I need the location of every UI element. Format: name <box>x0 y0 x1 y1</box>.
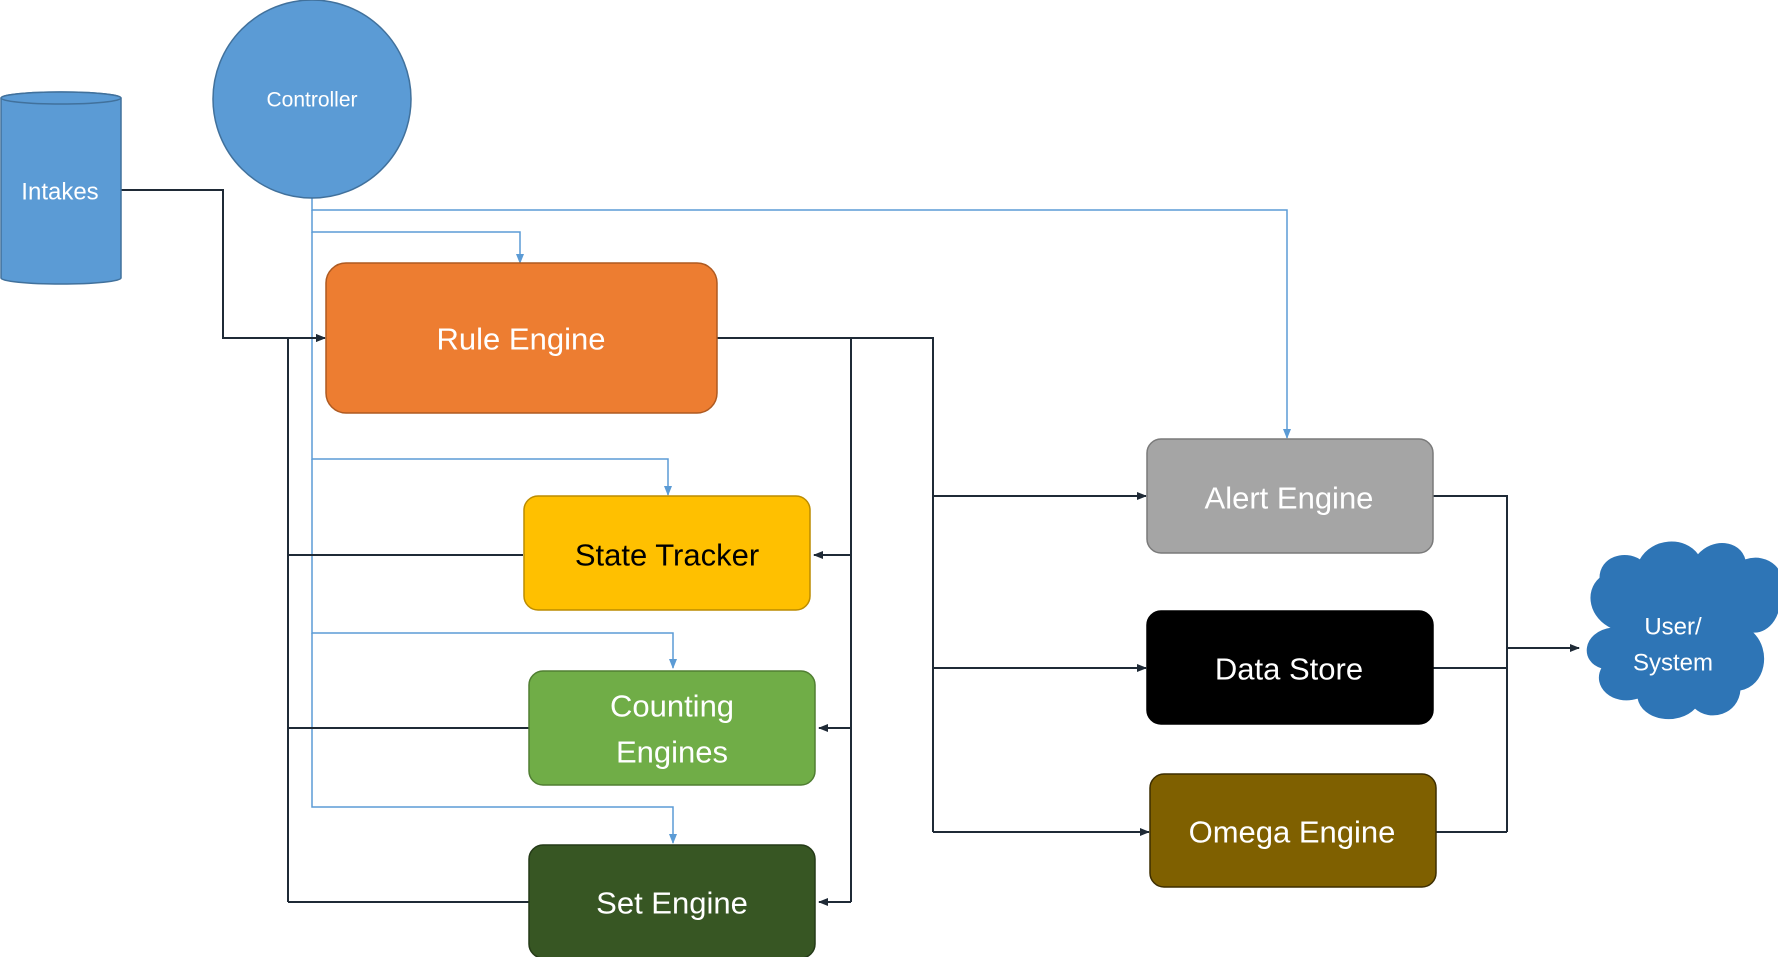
line-intakes-to-rule-engine <box>121 189 326 342</box>
omega-engine-node: Omega Engine <box>1149 773 1437 888</box>
alert-engine-label: Alert Engine <box>1205 481 1374 516</box>
set-engine-box <box>528 844 816 957</box>
control-line-counting-engines <box>311 459 677 669</box>
user-system-label-line2: System <box>1633 650 1713 677</box>
counting-engines-node: Counting Engines <box>528 670 816 786</box>
rule-engine-label: Rule Engine <box>437 322 606 357</box>
cloud-icon <box>1586 541 1778 720</box>
intakes-label: Intakes <box>21 179 98 206</box>
set-engine-node: Set Engine <box>528 844 816 957</box>
set-engine-label: Set Engine <box>596 886 748 921</box>
data-store-node: Data Store <box>1146 610 1434 725</box>
controller-circle <box>212 0 412 199</box>
data-store-label: Data Store <box>1215 652 1363 687</box>
database-cylinder-top <box>0 91 122 105</box>
control-line-rule-engine <box>311 210 524 264</box>
line-alert-engine-to-user <box>1432 495 1508 832</box>
control-connectors <box>311 198 1291 844</box>
data-connectors <box>121 189 1580 906</box>
intakes-database: Intakes <box>0 91 122 285</box>
controller-node: Controller <box>212 0 412 199</box>
data-store-box <box>1146 610 1434 725</box>
control-line-alert-engine <box>311 198 1291 439</box>
rule-engine-node: Rule Engine <box>325 262 718 414</box>
state-tracker-label: State Tracker <box>575 538 759 573</box>
omega-engine-label: Omega Engine <box>1189 815 1396 850</box>
counting-engines-label-line2: Engines <box>616 735 728 770</box>
rule-engine-box <box>325 262 718 414</box>
state-tracker-node: State Tracker <box>523 495 811 611</box>
user-system-label-line1: User/ <box>1644 614 1702 641</box>
state-tracker-box <box>523 495 811 611</box>
control-line-state-tracker <box>311 232 672 496</box>
counting-engines-label-line1: Counting <box>610 689 734 724</box>
user-system-node: User/ System <box>1586 541 1778 720</box>
omega-engine-box <box>1149 773 1437 888</box>
control-line-set-engine <box>311 633 677 844</box>
counting-engines-box <box>528 670 816 786</box>
alert-engine-node: Alert Engine <box>1146 438 1434 554</box>
controller-label: Controller <box>266 89 357 112</box>
alert-engine-box <box>1146 438 1434 554</box>
